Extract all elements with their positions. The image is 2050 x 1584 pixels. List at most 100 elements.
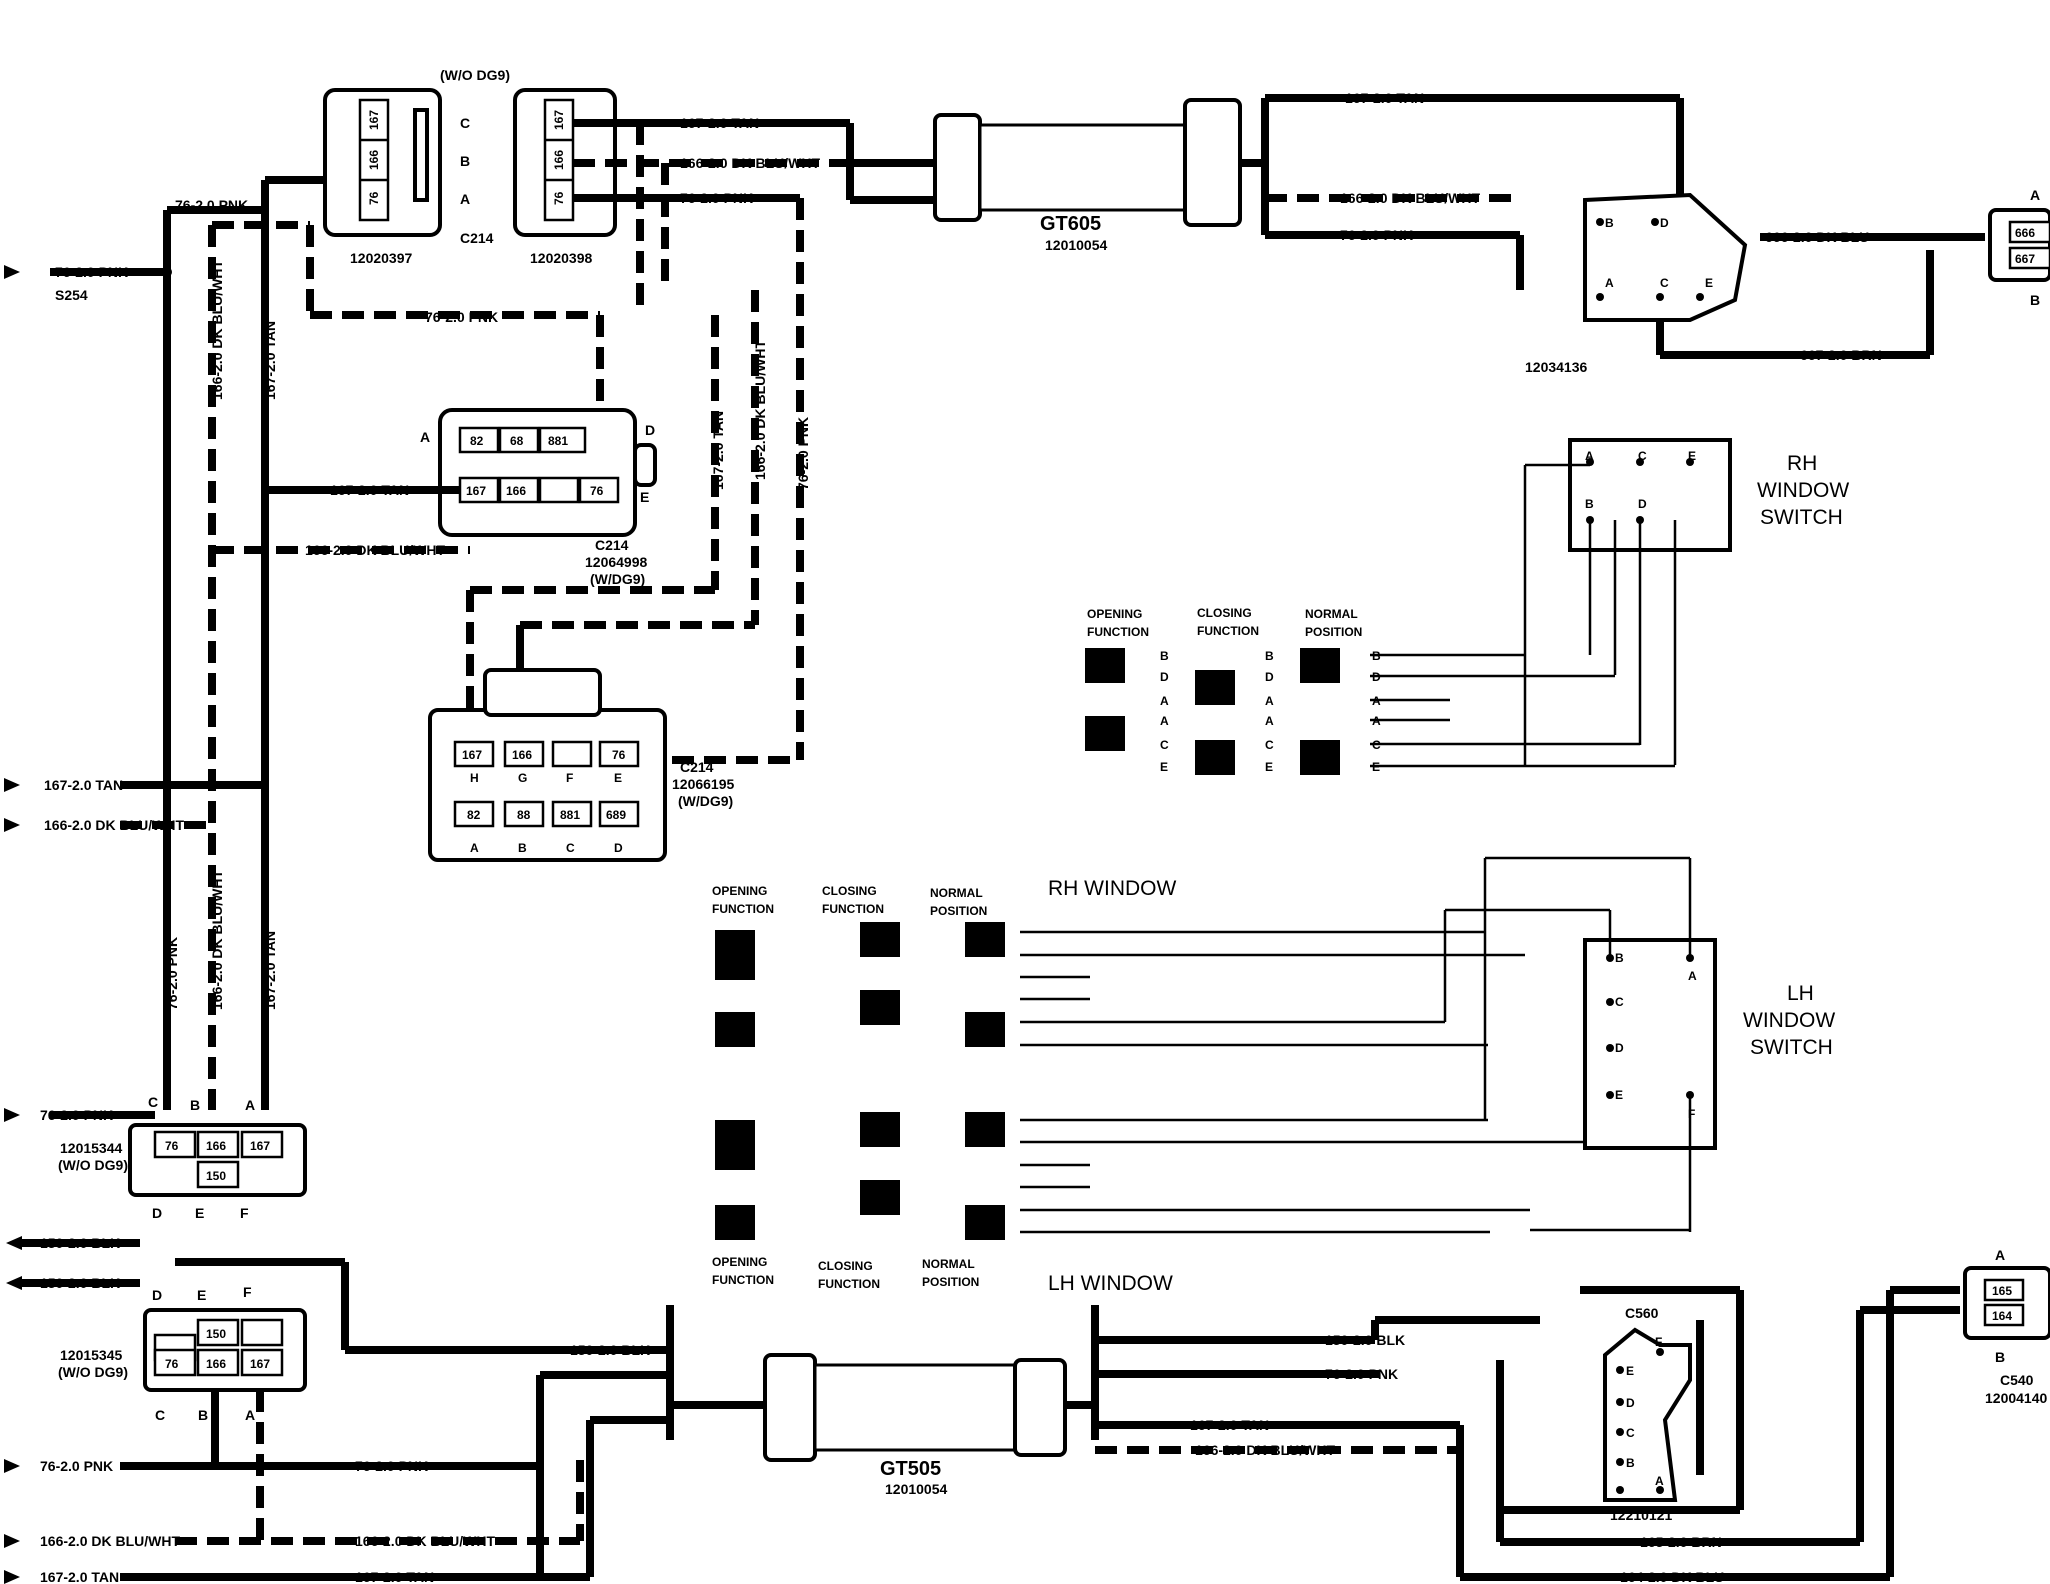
svg-text:E: E — [1372, 760, 1380, 774]
splice-label: S254 — [55, 287, 88, 303]
lh-sw-pin-b: B — [1615, 951, 1624, 965]
wo-dg9-12015344: (W/O DG9) — [58, 1157, 128, 1173]
lh-switch-line1: LH — [1787, 982, 1814, 1005]
gt605-label: GT605 — [1040, 213, 1101, 235]
svg-text:76: 76 — [590, 484, 604, 498]
pin-a-c540: A — [1995, 1247, 2005, 1263]
svg-text:166: 166 — [512, 748, 532, 762]
svg-text:G: G — [518, 771, 527, 785]
wire-label-167-gt505: 167-2.0 TAN — [355, 1569, 434, 1584]
svg-text:A: A — [1655, 1474, 1664, 1488]
svg-text:A: A — [1585, 449, 1594, 463]
svg-text:164: 164 — [1992, 1309, 2012, 1323]
connector-12020398: 167 166 76 — [513, 88, 617, 237]
svg-text:B: B — [1585, 497, 1594, 511]
c214-top: C214 — [460, 230, 494, 246]
lh-sw-pin-f: F — [1688, 1107, 1695, 1121]
svg-text:A: A — [1372, 714, 1381, 728]
svg-text:167: 167 — [250, 1357, 270, 1371]
splice-dot — [162, 267, 172, 277]
vlabel-167-lower: 167-2.0 TAN — [262, 931, 278, 1010]
part-12064998: 12064998 — [585, 554, 648, 570]
svg-text:F: F — [1655, 1335, 1662, 1349]
grommet-gt605 — [933, 98, 1265, 227]
wire-label-667: 667-2.0 BRN — [1800, 347, 1882, 363]
svg-text:D: D — [1265, 670, 1274, 684]
lower-left-wires — [175, 1258, 765, 1577]
lh-win-close-h1: CLOSING — [818, 1259, 873, 1273]
lower-right-wires — [1095, 1286, 1960, 1581]
pin-d-12015345: D — [152, 1287, 162, 1303]
wo-dg9-12015345: (W/O DG9) — [58, 1364, 128, 1380]
svg-text:A: A — [2030, 187, 2040, 203]
svg-text:150: 150 — [206, 1327, 226, 1341]
pin-e-12015344: E — [195, 1205, 204, 1221]
wire-label-76-pnk-mid: 76-2.0 PNK — [40, 1107, 113, 1123]
part-12034136: 12034136 — [1525, 359, 1588, 375]
lh-window-table — [715, 1112, 1610, 1240]
svg-text:666: 666 — [2015, 226, 2035, 240]
connector-12064998: 82 68 881 167 166 76 — [438, 408, 657, 537]
vlabel-167-upper: 167-2.0 TAN — [262, 321, 278, 400]
svg-text:E: E — [614, 771, 622, 785]
top-right-wires — [1261, 94, 1985, 359]
svg-text:B: B — [1372, 649, 1381, 663]
lh-window-switch — [1443, 856, 1717, 1232]
svg-text:A: A — [1265, 694, 1274, 708]
svg-text:D: D — [614, 841, 623, 855]
rh-win-norm-h2: POSITION — [930, 904, 987, 918]
pin-f-12015345: F — [243, 1284, 252, 1300]
svg-text:A: A — [1160, 714, 1169, 728]
svg-text:82: 82 — [467, 808, 481, 822]
svg-text:150: 150 — [206, 1169, 226, 1183]
svg-text:E: E — [1265, 760, 1273, 774]
svg-text:A: A — [1265, 714, 1274, 728]
wo-dg9-top: (W/O DG9) — [440, 67, 510, 83]
svg-text:667: 667 — [2015, 252, 2035, 266]
svg-text:A: A — [1160, 694, 1169, 708]
svg-text:166: 166 — [206, 1139, 226, 1153]
svg-text:689: 689 — [606, 808, 626, 822]
c214-low: C214 — [680, 759, 714, 775]
pin-d-12015344: D — [152, 1205, 162, 1221]
svg-text:881: 881 — [548, 434, 568, 448]
lh-window-title: LH WINDOW — [1048, 1272, 1173, 1295]
wire-label-166-top: 166-2.0 DK BLU/WHT — [680, 155, 820, 171]
svg-text:F: F — [566, 771, 573, 785]
pin-a-12064998: A — [420, 429, 430, 445]
svg-text:E: E — [1160, 760, 1168, 774]
gt505-label: GT505 — [880, 1458, 941, 1480]
connector-12015345: 150 76 166 167 — [143, 1308, 307, 1392]
wire-label-76-pnk-mid2: 76-2.0 PNK — [425, 309, 498, 325]
lh-win-open-h2: FUNCTION — [712, 1273, 774, 1287]
wire-label-165-brn: 165-2.0 BRN — [1640, 1534, 1722, 1550]
svg-text:76: 76 — [165, 1139, 179, 1153]
svg-text:C: C — [1265, 738, 1274, 752]
rh-switch-line2: WINDOW — [1757, 479, 1849, 502]
pin-b-c540: B — [1995, 1349, 2005, 1365]
vlabel-76-mid: 76-2.0 PNK — [795, 417, 811, 490]
lh-sw-pin-a: A — [1688, 969, 1697, 983]
part-12004140: 12004140 — [1985, 1390, 2048, 1406]
switch-12034136: B D A C E — [1583, 192, 1748, 322]
wire-label-166-c214: 166-2.0 DK BLU/WHT — [305, 542, 445, 558]
top-wires — [306, 119, 960, 760]
connector-top-right: 666 667 A B — [1988, 187, 2050, 308]
svg-text:82: 82 — [470, 434, 484, 448]
wire-label-150-blk-a: 150-2.0 BLK — [40, 1235, 120, 1251]
pin-c-12015345: C — [155, 1407, 165, 1423]
svg-text:76: 76 — [165, 1357, 179, 1371]
svg-text:B: B — [1160, 649, 1169, 663]
svg-text:B: B — [518, 841, 527, 855]
svg-text:C: C — [1626, 1426, 1635, 1440]
pin-a-12015344: A — [245, 1097, 255, 1113]
svg-text:E: E — [1705, 276, 1713, 290]
pin-e-12015345: E — [197, 1287, 206, 1303]
vlabel-76-lower: 76-2.0 PNK — [164, 937, 180, 1010]
lh-switch-line2: WINDOW — [1743, 1009, 1835, 1032]
lh-switch-line3: SWITCH — [1750, 1036, 1833, 1059]
lh-sw-pin-c: C — [1615, 995, 1624, 1009]
svg-text:167: 167 — [367, 110, 381, 130]
pin-e-12064998: E — [640, 489, 649, 505]
